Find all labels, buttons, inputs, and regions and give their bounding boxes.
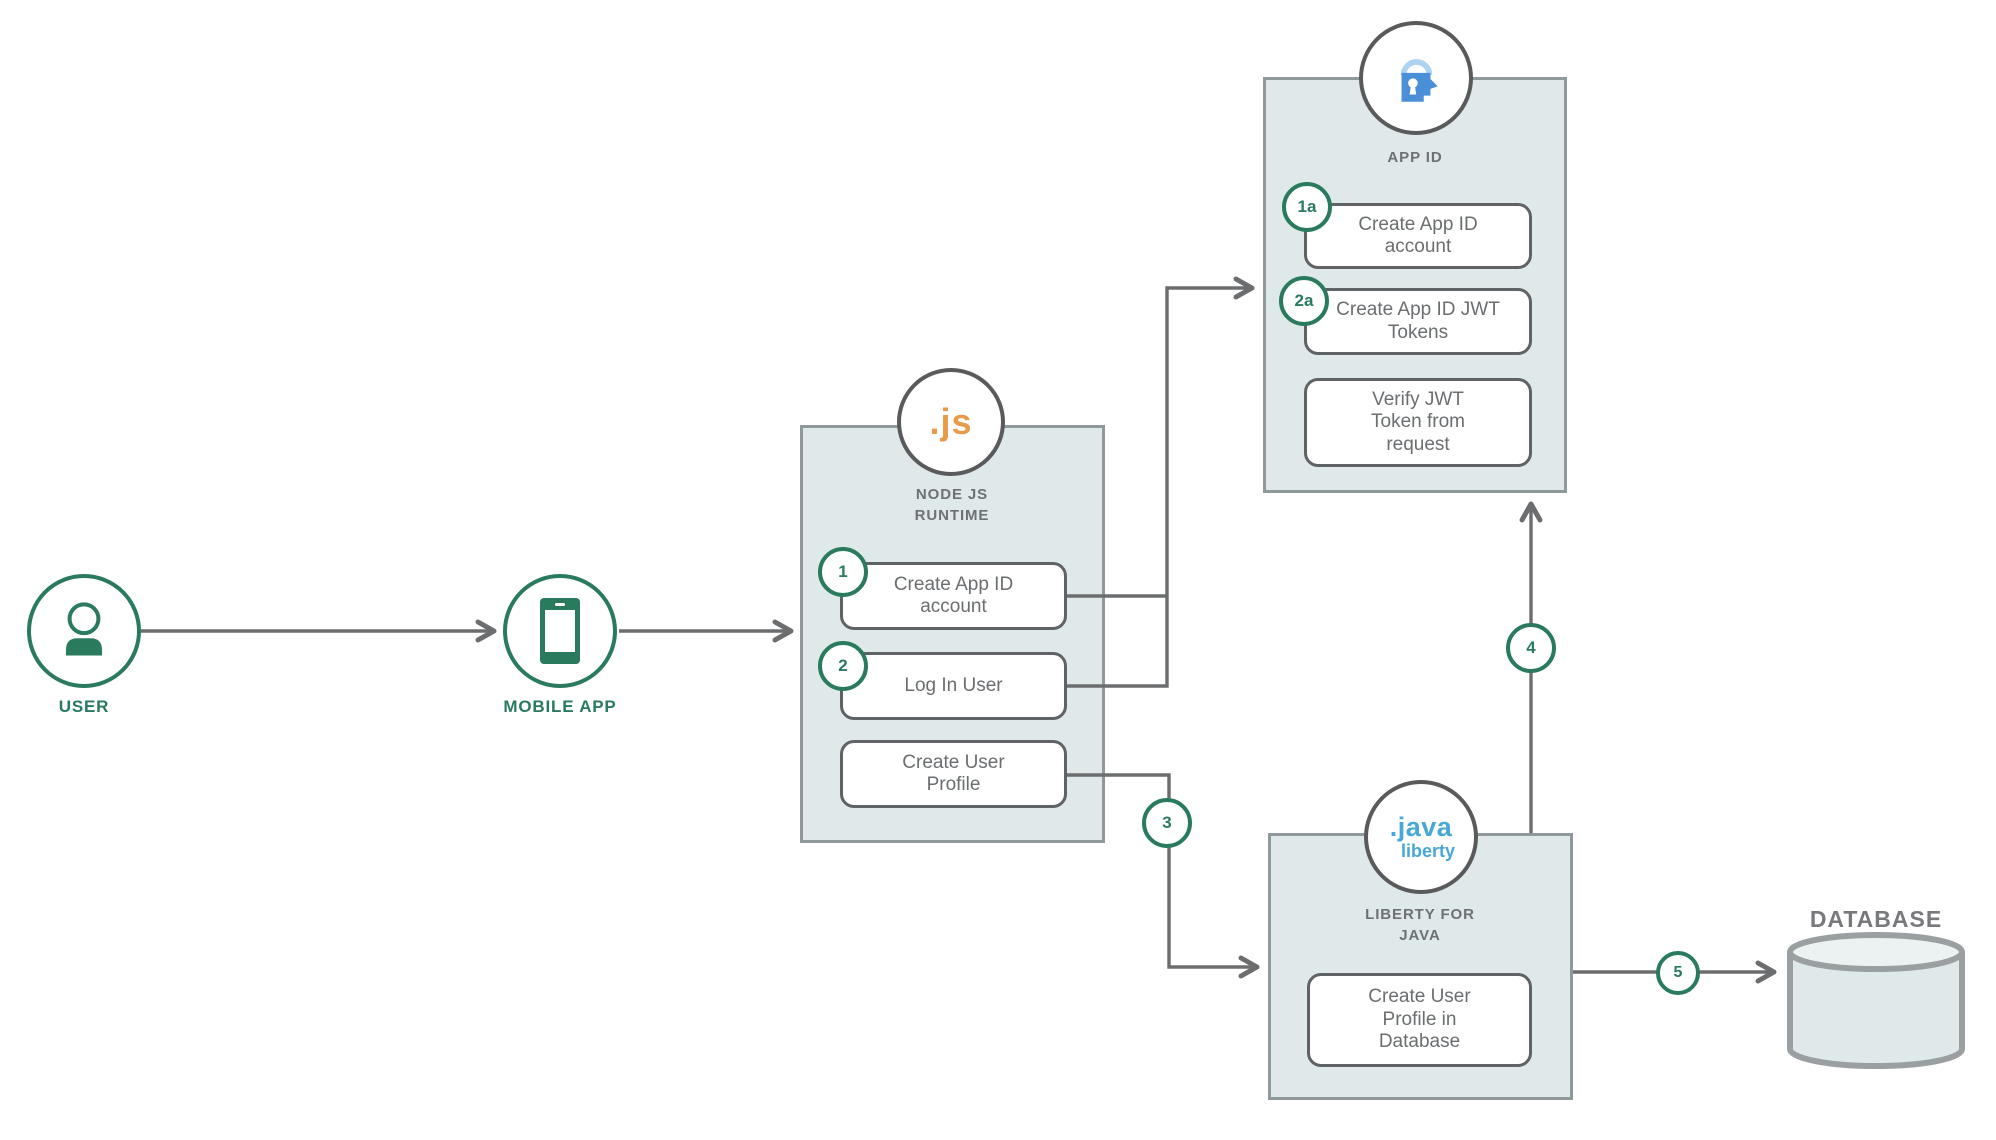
appid-title: APP ID bbox=[1387, 149, 1443, 166]
lock-head-icon bbox=[1400, 59, 1438, 102]
edge-nodejs-to-appid bbox=[1067, 276, 1255, 688]
edge-nodejs-to-liberty bbox=[1067, 773, 1260, 979]
step-nodejs-log-in-user: Log In User bbox=[840, 652, 1067, 720]
badge-1: 1 bbox=[818, 547, 868, 597]
badge-5: 5 bbox=[1656, 951, 1700, 995]
mobile-app-label: MOBILE APP bbox=[503, 697, 617, 716]
liberty-title: LIBERTY FOR JAVA bbox=[1365, 906, 1475, 945]
badge-2: 2 bbox=[818, 641, 868, 691]
step-liberty-create-user-profile-db: Create User Profile in Database bbox=[1307, 973, 1532, 1067]
liberty-icon-java-text: .java bbox=[1389, 812, 1453, 842]
database-label: DATABASE bbox=[1809, 906, 1943, 932]
liberty-icon: .java liberty bbox=[1364, 780, 1478, 894]
nodejs-icon: .js bbox=[897, 368, 1005, 476]
user-node bbox=[27, 574, 141, 688]
liberty-icon-liberty-text: liberty bbox=[1400, 841, 1456, 861]
badge-3: 3 bbox=[1142, 798, 1192, 848]
appid-icon bbox=[1359, 21, 1473, 135]
badge-2a: 2a bbox=[1279, 276, 1329, 326]
step-appid-create-account: Create App ID account bbox=[1304, 203, 1532, 269]
nodejs-title: NODE JS RUNTIME bbox=[914, 486, 990, 525]
badge-1a: 1a bbox=[1282, 182, 1332, 232]
database-cylinder-icon bbox=[1787, 932, 1965, 1069]
person-icon bbox=[66, 602, 102, 656]
step-appid-verify-jwt-token: Verify JWT Token from request bbox=[1304, 378, 1532, 467]
step-nodejs-create-appid-account: Create App ID account bbox=[840, 562, 1067, 630]
mobile-app-node bbox=[503, 574, 617, 688]
user-label: USER bbox=[58, 697, 110, 716]
badge-4: 4 bbox=[1506, 623, 1556, 673]
smartphone-icon bbox=[540, 598, 580, 664]
nodejs-icon-text: .js bbox=[929, 401, 973, 442]
step-nodejs-create-user-profile: Create User Profile bbox=[840, 740, 1067, 808]
step-appid-create-jwt-tokens: Create App ID JWT Tokens bbox=[1304, 288, 1532, 355]
